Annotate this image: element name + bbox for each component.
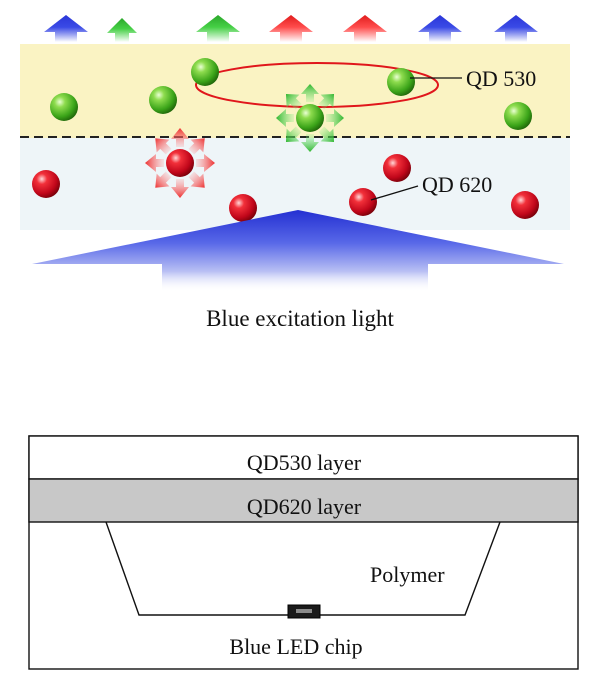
quantum-dot-icon: [229, 194, 257, 222]
up-arrow-icon: [494, 15, 538, 42]
led-chip-label: Blue LED chip: [229, 634, 362, 659]
up-arrow-icon: [44, 15, 88, 42]
top-schematic: QD 530 QD 620 Blue excitation light: [20, 15, 570, 331]
qd530-dots: [50, 58, 532, 132]
qd530-label: QD 530: [466, 66, 536, 91]
excitation-label: Blue excitation light: [206, 306, 394, 331]
up-arrow-icon: [107, 18, 137, 42]
quantum-dot-icon: [50, 93, 78, 121]
bottom-cross-section: QD530 layer QD620 layer Polymer Blue LED…: [28, 435, 579, 670]
quantum-dot-icon: [504, 102, 532, 130]
quantum-dot-icon: [32, 170, 60, 198]
qd620-layer: [28, 478, 579, 523]
quantum-dot-icon: [511, 191, 539, 219]
qd620-dots: [32, 149, 539, 222]
qd620-leader: [370, 185, 419, 201]
led-chip-highlight: [296, 609, 312, 613]
quantum-dot-icon: [166, 149, 194, 177]
up-arrow-icon: [269, 15, 313, 42]
quantum-dot-icon: [349, 188, 377, 216]
up-arrow-icon: [418, 15, 462, 42]
up-arrow-icon: [343, 15, 387, 42]
polymer-label: Polymer: [370, 562, 445, 587]
quantum-dot-icon: [191, 58, 219, 86]
emitted-light-arrows: [44, 15, 538, 42]
qd530-layer-label: QD530 layer: [247, 450, 362, 475]
qd530-region: [20, 44, 570, 138]
quantum-dot-icon: [149, 86, 177, 114]
excitation-arrow-icon: [32, 210, 564, 292]
qd620-label: QD 620: [422, 172, 492, 197]
up-arrow-icon: [196, 15, 240, 42]
emission-burst-icon: [276, 84, 344, 152]
quantum-dot-icon: [387, 68, 415, 96]
emission-burst-icon: [145, 128, 215, 198]
quantum-dot-icon: [383, 154, 411, 182]
quantum-dot-icon: [296, 104, 324, 132]
qd620-layer-label: QD620 layer: [247, 494, 362, 519]
